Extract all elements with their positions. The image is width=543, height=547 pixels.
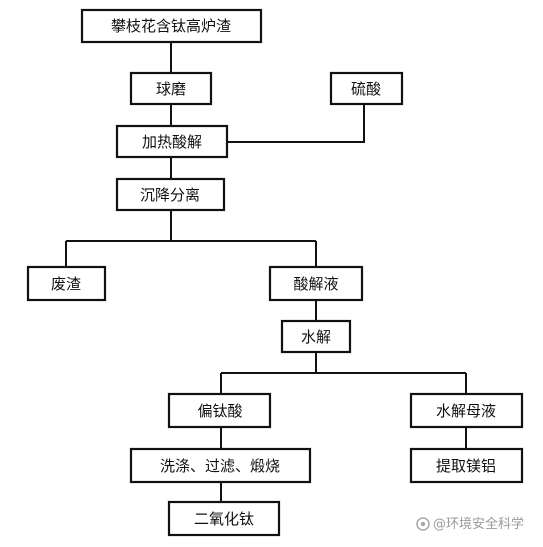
node-mother-liquor: 水解母液 — [409, 392, 524, 429]
node-heat-acid-label: 加热酸解 — [142, 133, 202, 151]
connectors — [65, 42, 467, 502]
node-ball-mill-label: 球磨 — [156, 80, 186, 98]
node-sulfuric-acid: 硫酸 — [329, 71, 404, 106]
node-ball-mill: 球磨 — [129, 71, 213, 106]
node-slag-label: 攀枝花含钛高炉渣 — [111, 17, 231, 35]
node-metatitanic-label: 偏钛酸 — [197, 402, 242, 420]
node-heat-acid: 加热酸解 — [115, 124, 229, 159]
node-sulfuric-acid-label: 硫酸 — [351, 80, 381, 98]
node-tio2: 二氧化钛 — [167, 500, 281, 537]
node-wash-label: 洗涤、过滤、煅烧 — [160, 457, 280, 475]
node-slag: 攀枝花含钛高炉渣 — [80, 8, 263, 44]
node-extract-label: 提取镁铝 — [436, 457, 496, 475]
node-leach-liquor-label: 酸解液 — [293, 275, 338, 293]
node-waste: 废渣 — [26, 265, 107, 302]
watermark-logo-icon — [416, 517, 430, 531]
connector-acid-to-heat — [227, 104, 365, 143]
node-leach-liquor: 酸解液 — [268, 265, 364, 302]
node-wash: 洗涤、过滤、煅烧 — [129, 447, 312, 484]
watermark: @环境安全科学 — [416, 516, 524, 532]
node-extract: 提取镁铝 — [409, 447, 524, 484]
node-metatitanic: 偏钛酸 — [167, 392, 272, 429]
node-settle: 沉降分离 — [115, 177, 226, 212]
node-waste-label: 废渣 — [51, 275, 81, 293]
watermark-text: @环境安全科学 — [433, 516, 524, 532]
node-settle-label: 沉降分离 — [140, 186, 200, 204]
node-tio2-label: 二氧化钛 — [194, 510, 254, 528]
node-mother-liquor-label: 水解母液 — [436, 402, 496, 420]
node-hydrolysis-label: 水解 — [301, 328, 331, 346]
node-hydrolysis: 水解 — [280, 319, 352, 354]
